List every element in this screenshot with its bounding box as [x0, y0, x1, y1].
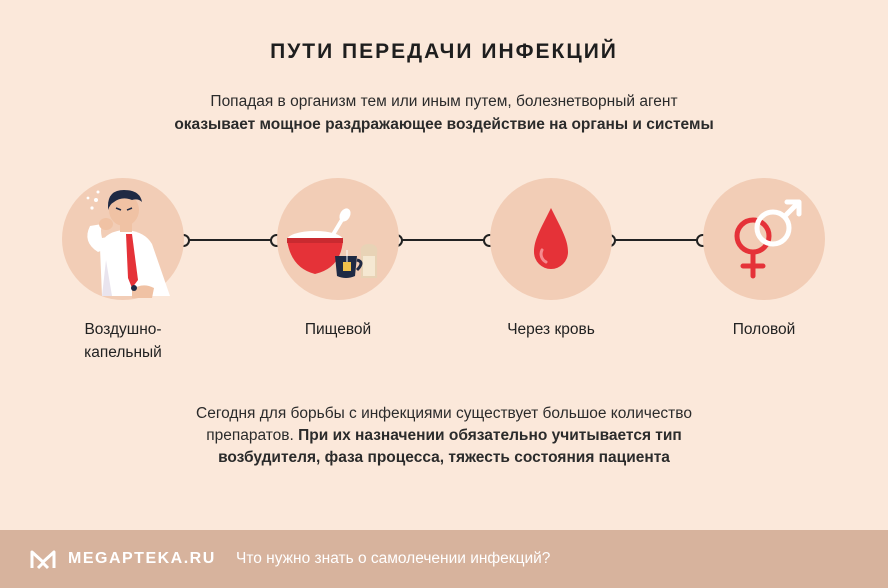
brand-name[interactable]: MEGAPTEKA.RU	[68, 550, 216, 567]
transmission-routes: Воздушно- капельный Пищевой Через кровь …	[0, 178, 888, 368]
megapteka-logo-icon	[30, 550, 56, 570]
connector-2	[397, 239, 489, 241]
blood-drop-icon	[534, 208, 568, 269]
conclusion-text: Сегодня для борьбы с инфекциями существу…	[0, 403, 888, 469]
subtitle: Попадая в организм тем или иным путем, б…	[0, 90, 888, 136]
route-airborne-circle	[62, 178, 184, 300]
self-medication-link[interactable]: Что нужно знать о самолечении инфекций?	[236, 550, 551, 567]
footer-bar: MEGAPTEKA.RU Что нужно знать о самолечен…	[0, 530, 888, 588]
route-blood-circle	[490, 178, 612, 300]
subtitle-line-2: оказывает мощное раздражающее воздействи…	[174, 116, 714, 133]
conclusion-line-1: Сегодня для борьбы с инфекциями существу…	[196, 405, 692, 422]
conclusion-line-3: возбудителя, фаза процесса, тяжесть сост…	[218, 449, 670, 466]
gender-symbols-icon	[734, 199, 802, 279]
route-food-circle	[277, 178, 399, 300]
connector-3	[610, 239, 702, 241]
food-icon	[287, 208, 378, 278]
route-label-food: Пищевой	[304, 321, 372, 338]
subtitle-line-1: Попадая в организм тем или иным путем, б…	[210, 93, 678, 110]
page-title: ПУТИ ПЕРЕДАЧИ ИНФЕКЦИЙ	[270, 40, 618, 63]
coughing-person-icon	[86, 190, 170, 298]
conclusion-line-2: препаратов. При их назначении обязательн…	[206, 427, 682, 444]
route-sexual-circle	[703, 178, 825, 300]
route-label-airborne: Воздушно- капельный	[84, 321, 162, 361]
route-label-blood: Через кровь	[507, 321, 595, 338]
connector-1	[184, 239, 276, 241]
route-label-sexual: Половой	[732, 321, 796, 338]
